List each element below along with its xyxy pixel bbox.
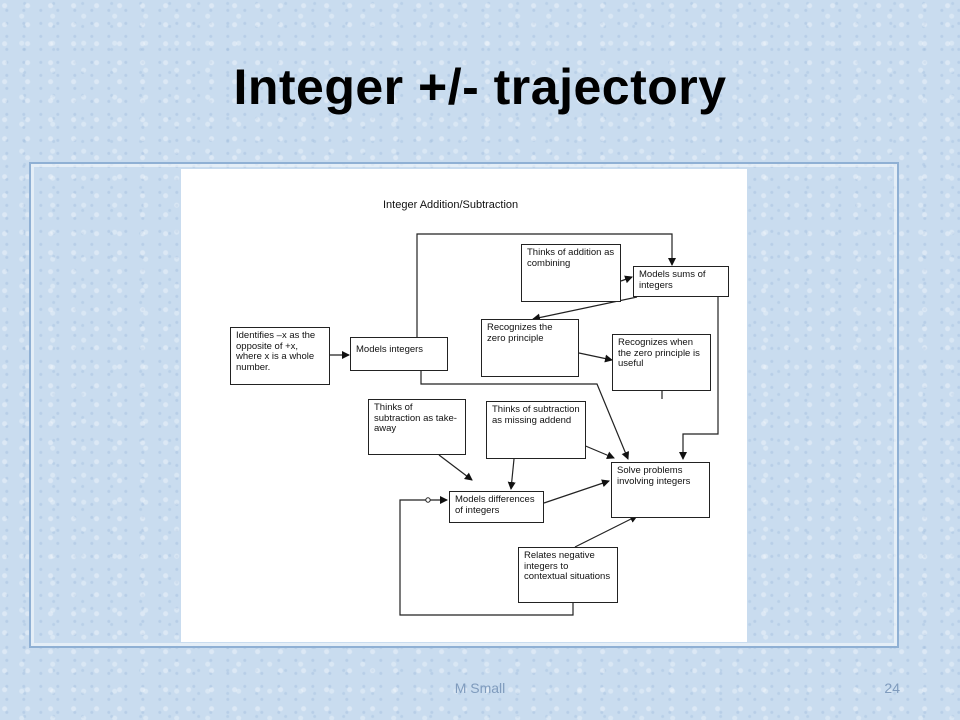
node-relates-negative: Relates negative integers to contextual … — [518, 547, 618, 603]
node-zero-principle-useful: Recognizes when the zero principle is us… — [612, 334, 711, 391]
edge-take-away-to-models-differences — [438, 454, 473, 481]
content-frame — [29, 162, 899, 648]
edge-zero-principle-to-zero-useful — [578, 352, 613, 363]
edge-models-integers-to-models-sums — [416, 233, 676, 337]
edge-models-sums-to-solve — [679, 297, 719, 460]
edge-missing-addend-to-models-differences — [507, 458, 516, 490]
node-models-differences: Models differences of integers — [449, 491, 544, 523]
node-addition-combining: Thinks of addition as combining — [521, 244, 621, 302]
diagram-canvas: Integer Addition/Subtraction Identifies … — [181, 169, 747, 642]
footer-author: M Small — [454, 680, 506, 696]
node-subtraction-missing-addend: Thinks of subtraction as missing addend — [486, 401, 586, 459]
edge-models-differences-to-solve — [543, 479, 610, 504]
node-identifies-opposite: Identifies –x as the opposite of +x, whe… — [230, 327, 330, 385]
node-zero-principle: Recognizes the zero principle — [481, 319, 579, 377]
edge-models-integers-to-solve — [420, 371, 630, 460]
slide-title: Integer +/- trajectory — [233, 59, 727, 115]
node-models-sums: Models sums of integers — [633, 266, 729, 297]
node-subtraction-take-away: Thinks of subtraction as take-away — [368, 399, 466, 455]
diagram-title: Integer Addition/Subtraction — [383, 199, 519, 211]
page-number: 24 — [884, 680, 900, 696]
node-solve-problems: Solve problems involving integers — [611, 462, 710, 518]
edge-relates-to-solve — [574, 515, 638, 548]
edge-addition-to-models-sums — [620, 275, 633, 284]
edge-relates-to-models-differences — [399, 496, 574, 616]
node-models-integers: Models integers — [350, 337, 448, 371]
